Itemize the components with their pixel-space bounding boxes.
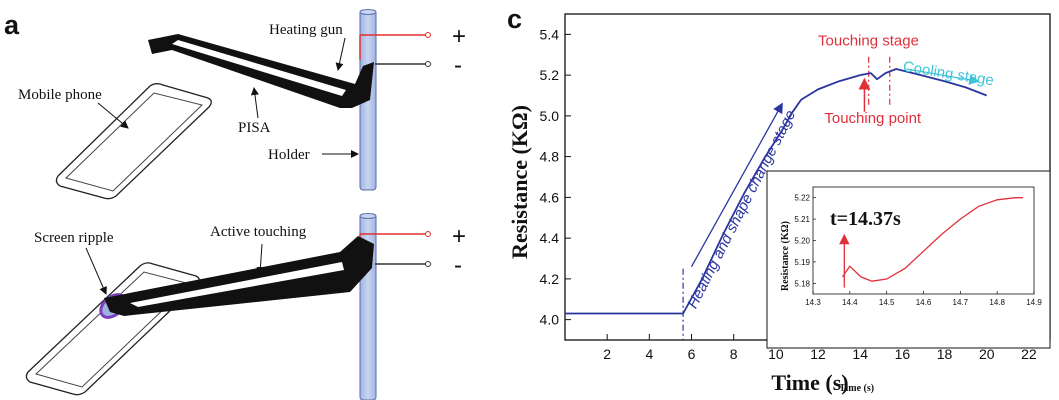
inset-y-tick-label: 5.18	[794, 279, 810, 288]
x-tick-label: 18	[937, 346, 953, 362]
x-tick-label: 2	[603, 346, 611, 362]
panel-c: c 2 4 6 8 10 12 14 16 18 20 22 4.0 4.2 4.4 4.6 4.8 5.0 5.…	[507, 4, 1051, 395]
x-tick-label: 16	[895, 346, 911, 362]
x-tick-label: 8	[730, 346, 738, 362]
resistance-line	[565, 68, 988, 315]
heating-stage-arrow	[690, 102, 783, 267]
main-plot: 2 4 6 8 10 12 14 16 18 20 22 4.0 4.2 4.4 4.6 4.8 5.0 5.2 5…	[540, 13, 1051, 362]
terminal-plus-top	[425, 32, 431, 38]
x-tick-label: 10	[768, 346, 784, 362]
arrow-mobile-phone	[97, 102, 129, 129]
arrow-heating-gun	[335, 37, 346, 71]
x-tick-label: 12	[810, 346, 826, 362]
holder-top-cap	[359, 9, 377, 15]
inset-x-tick-label: 14.4	[842, 298, 858, 307]
pisa-gap-top	[172, 40, 346, 96]
y-tick-label: 4.4	[540, 230, 560, 246]
y-tick-label: 5.0	[540, 108, 560, 124]
panel-a-letter: a	[4, 10, 20, 40]
inset-x-axis-title: Time (s)	[839, 383, 874, 394]
annotation-touching-point: Touching point	[824, 110, 922, 127]
y-tick-label: 5.2	[540, 67, 560, 83]
plus-label-top: +	[452, 23, 466, 50]
x-tick-label: 22	[1021, 346, 1037, 362]
inset-y-tick-label: 5.21	[794, 215, 810, 224]
top-scene: + - Heating gun Mobile phone PISA Holder	[18, 9, 466, 200]
holder-bottom-cap	[359, 213, 377, 219]
inset-x-tick-label: 14.6	[916, 298, 932, 307]
inset-background	[766, 170, 1051, 349]
bottom-scene: + - Screen ripple Active touching	[25, 213, 466, 400]
y-axis-title: Resistance (KΩ)	[507, 105, 532, 259]
annotation-touching-stage: Touching stage	[818, 33, 919, 50]
y-tick-label: 4.2	[540, 271, 560, 287]
inset-time-label: t=14.37s	[830, 208, 901, 230]
arrow-pisa	[250, 87, 259, 119]
x-axis-title: Time (s)	[771, 370, 848, 395]
inset-y-tick-label: 5.20	[794, 237, 810, 246]
label-holder: Holder	[268, 147, 310, 163]
inset-x-tick-label: 14.5	[879, 298, 895, 307]
y-tick-label: 5.4	[540, 26, 560, 42]
inset-x-tick-label: 14.3	[805, 298, 821, 307]
inset-plot: 14.3 14.4 14.5 14.6 14.7 14.8 14.9 5.18 5.19 5.20…	[766, 170, 1051, 349]
label-pisa: PISA	[238, 120, 271, 136]
inset-y-tick-label: 5.22	[794, 194, 810, 203]
inset-line	[841, 197, 1023, 282]
label-heating-gun: Heating gun	[269, 22, 343, 38]
label-screen-ripple: Screen ripple	[34, 230, 114, 246]
x-tick-label: 4	[645, 346, 653, 362]
y-tick-label: 4.6	[540, 189, 560, 205]
label-active-touching: Active touching	[210, 224, 307, 240]
pisa-gap-bottom	[130, 262, 344, 307]
terminal-minus-bottom	[425, 261, 431, 267]
panel-a: a + - Heating gun Mobile pho	[4, 9, 466, 400]
label-mobile-phone: Mobile phone	[18, 87, 102, 103]
terminal-minus-top	[425, 61, 431, 67]
minus-label-top: -	[454, 52, 462, 79]
inset-y-tick-label: 5.19	[794, 258, 810, 267]
inset-x-tick-label: 14.8	[989, 298, 1005, 307]
minus-label-bottom: -	[454, 252, 462, 279]
y-tick-label: 4.8	[540, 149, 560, 165]
mobile-phone-bottom	[25, 262, 200, 396]
terminal-plus-bottom	[425, 231, 431, 237]
inset-x-tick-label: 14.9	[1026, 298, 1042, 307]
plus-label-bottom: +	[452, 223, 466, 250]
x-tick-label: 20	[979, 346, 995, 362]
panel-c-letter: c	[507, 4, 522, 34]
y-tick-label: 4.0	[540, 312, 560, 328]
cooling-stage-arrow	[906, 68, 980, 85]
inset-x-tick-label: 14.7	[953, 298, 969, 307]
x-tick-label: 6	[688, 346, 696, 362]
annotation-cooling-stage: Cooling stage	[902, 58, 995, 89]
arrow-active-touching	[256, 243, 265, 275]
inset-y-axis-title: Resistance (KΩ)	[780, 221, 791, 291]
arrow-screen-ripple	[85, 247, 107, 295]
x-tick-label: 14	[852, 346, 868, 362]
